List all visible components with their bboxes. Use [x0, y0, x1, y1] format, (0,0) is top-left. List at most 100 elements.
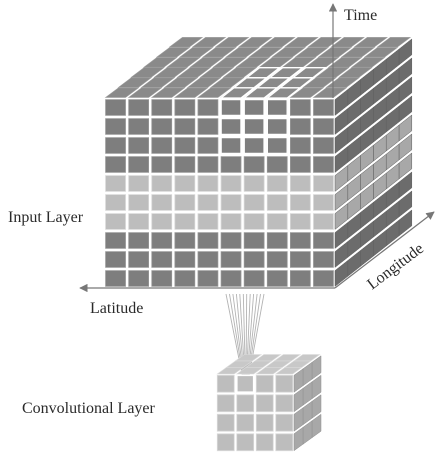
input-front-cell	[289, 213, 311, 230]
kernel-window-front-cell	[220, 98, 242, 117]
input-front-cell	[289, 118, 311, 135]
conv-front-cell	[255, 374, 274, 393]
input-front-cell	[197, 213, 219, 230]
input-top-cell	[294, 47, 330, 58]
input-front-cell	[266, 251, 288, 268]
input-front-cell	[174, 251, 196, 268]
convolutional-layer-label: Convolutional Layer	[22, 400, 156, 417]
conv-front-cell	[216, 413, 235, 432]
input-front-cell	[197, 137, 219, 154]
conv-front-cell	[236, 374, 255, 393]
input-top-cell	[271, 47, 306, 58]
input-front-cell	[128, 99, 150, 116]
kernel-window-top-cell	[242, 87, 279, 99]
input-front-cell	[197, 99, 219, 116]
conv-front-cell	[216, 394, 235, 413]
kernel-window-front-cell	[243, 136, 265, 155]
input-side-cell	[334, 164, 349, 192]
input-front-cell	[289, 251, 311, 268]
input-front-cell	[220, 270, 242, 287]
input-top-cell	[330, 37, 365, 48]
longitude-axis-arrow	[334, 211, 435, 289]
input-side-cell	[334, 88, 349, 116]
input-top-cell	[176, 67, 212, 78]
conv-front-cell	[275, 394, 294, 413]
conv-top-cell	[216, 367, 245, 375]
input-front-cell	[197, 251, 219, 268]
conv-top-cell	[235, 367, 264, 375]
input-top-cell	[235, 57, 271, 68]
input-side-cell	[334, 240, 349, 268]
kernel-window-front-cell	[220, 136, 242, 155]
input-side-cell	[334, 202, 349, 230]
input-side-cell	[334, 221, 349, 249]
input-front-cell	[289, 175, 311, 192]
input-front-cell	[220, 175, 242, 192]
input-front-cell	[105, 99, 126, 116]
input-front-cell	[220, 137, 242, 154]
input-front-cell	[151, 232, 173, 249]
input-front-cell	[220, 118, 242, 135]
input-front-cell	[266, 270, 288, 287]
input-front-cell	[128, 270, 150, 287]
input-front-cell	[174, 232, 196, 249]
kernel-window-front-cell	[243, 98, 265, 117]
kernel-window-front-cell	[266, 136, 288, 155]
input-front-cell	[313, 194, 334, 211]
input-front-cell	[197, 270, 219, 287]
conv-highlight-cell	[236, 374, 255, 394]
input-front-cell	[105, 194, 126, 211]
input-front-cell	[313, 118, 334, 135]
input-front-cell	[151, 194, 173, 211]
input-front-cell	[174, 194, 196, 211]
input-front-cell	[220, 232, 242, 249]
input-top-cell	[104, 87, 140, 98]
input-front-cell	[266, 99, 288, 116]
kernel-window-front-cell	[220, 117, 242, 136]
input-top-cell	[189, 57, 224, 68]
input-front-cell	[313, 251, 334, 268]
input-front-cell	[243, 118, 265, 135]
connection-line	[248, 293, 265, 377]
input-top-cell	[350, 57, 386, 68]
input-top-cell	[143, 57, 178, 68]
input-top-cell	[376, 37, 412, 48]
input-top-cell	[202, 47, 237, 58]
input-front-cell	[243, 194, 265, 211]
input-front-cell	[313, 137, 334, 154]
input-front-cell	[174, 156, 196, 173]
input-front-cell	[266, 232, 288, 249]
conv-side-cell	[293, 426, 304, 452]
input-front-cell	[243, 270, 265, 287]
input-side-cell	[334, 259, 349, 287]
kernel-window-front-cell	[266, 117, 288, 136]
input-front-cell	[243, 137, 265, 154]
conv-side-cell	[293, 368, 304, 393]
input-top-cell	[127, 87, 163, 98]
input-top-cell	[222, 67, 258, 78]
input-front-cell	[243, 156, 265, 173]
input-side-cell	[334, 126, 349, 154]
input-front-cell	[289, 99, 311, 116]
input-front-cell	[197, 194, 219, 211]
input-top-cell	[140, 77, 176, 88]
conv-front-cell	[216, 433, 235, 452]
input-front-cell	[313, 156, 334, 173]
input-front-cell	[266, 118, 288, 135]
input-front-cell	[243, 232, 265, 249]
input-top-cell	[191, 37, 227, 48]
input-front-cell	[151, 213, 173, 230]
conv-side-cell	[311, 413, 322, 439]
input-front-cell	[105, 251, 126, 268]
conv-top-cell	[274, 367, 303, 375]
input-top-cell	[163, 77, 199, 88]
input-front-cell	[128, 175, 150, 192]
input-front-cell	[174, 99, 196, 116]
input-front-cell	[197, 175, 219, 192]
input-front-cell	[313, 270, 334, 287]
input-layer-label: Input Layer	[8, 209, 84, 226]
input-front-cell	[174, 175, 196, 192]
input-front-cell	[220, 213, 242, 230]
input-front-cell	[151, 270, 173, 287]
